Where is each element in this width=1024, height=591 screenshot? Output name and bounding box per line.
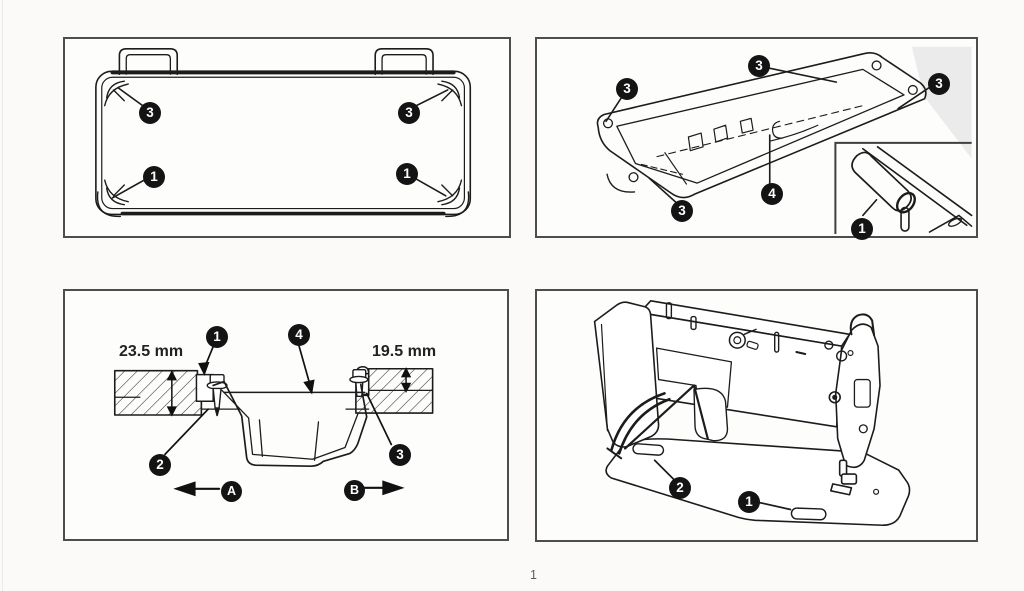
callout-2-screw: 2	[149, 454, 171, 476]
callout-4-pan: 4	[761, 183, 783, 205]
tabletop-diagram	[65, 39, 509, 236]
measurement-left: 23.5 mm	[119, 343, 184, 360]
page-number: 1	[530, 568, 537, 582]
oilpan-diagram	[537, 46, 976, 236]
figure-cross-section-panel: 23.5 mm 19.5 mm 1 4 2 3 A B	[63, 289, 509, 541]
callout-1-inset: 1	[851, 218, 873, 240]
callout-1-bottom-left: 1	[143, 166, 165, 188]
callout-3-top-left: 3	[139, 102, 161, 124]
figure-oilpan-panel: 3 3 3 3 4 1	[535, 37, 978, 240]
callout-3-top-right: 3	[398, 102, 420, 124]
callout-3-right-cushion: 3	[389, 444, 411, 466]
page-edge-shadow	[2, 0, 3, 591]
callout-3-bottom-left: 3	[671, 200, 693, 222]
cross-section-diagram	[65, 291, 507, 539]
callout-2-side-cushion: 2	[669, 477, 691, 499]
callout-3-left: 3	[616, 78, 638, 100]
figure-machine-panel: 2 1	[535, 289, 978, 542]
callout-3-top: 3	[748, 55, 770, 77]
scan-shading	[911, 46, 972, 159]
callout-1-bed-cushion: 1	[738, 491, 760, 513]
machine-head-diagram	[537, 291, 976, 540]
figure-tabletop-panel: 3 3 1 1	[63, 37, 511, 238]
inset-cushion-drawing	[852, 147, 972, 232]
callout-1-bottom-right: 1	[396, 163, 418, 185]
callout-1-cushion: 1	[206, 326, 228, 348]
callout-4-oil-pan: 4	[288, 324, 310, 346]
direction-a-label: A	[221, 481, 242, 502]
measurement-right: 19.5 mm	[372, 343, 437, 360]
callout-3-right: 3	[928, 73, 950, 95]
direction-b-label: B	[344, 480, 365, 501]
